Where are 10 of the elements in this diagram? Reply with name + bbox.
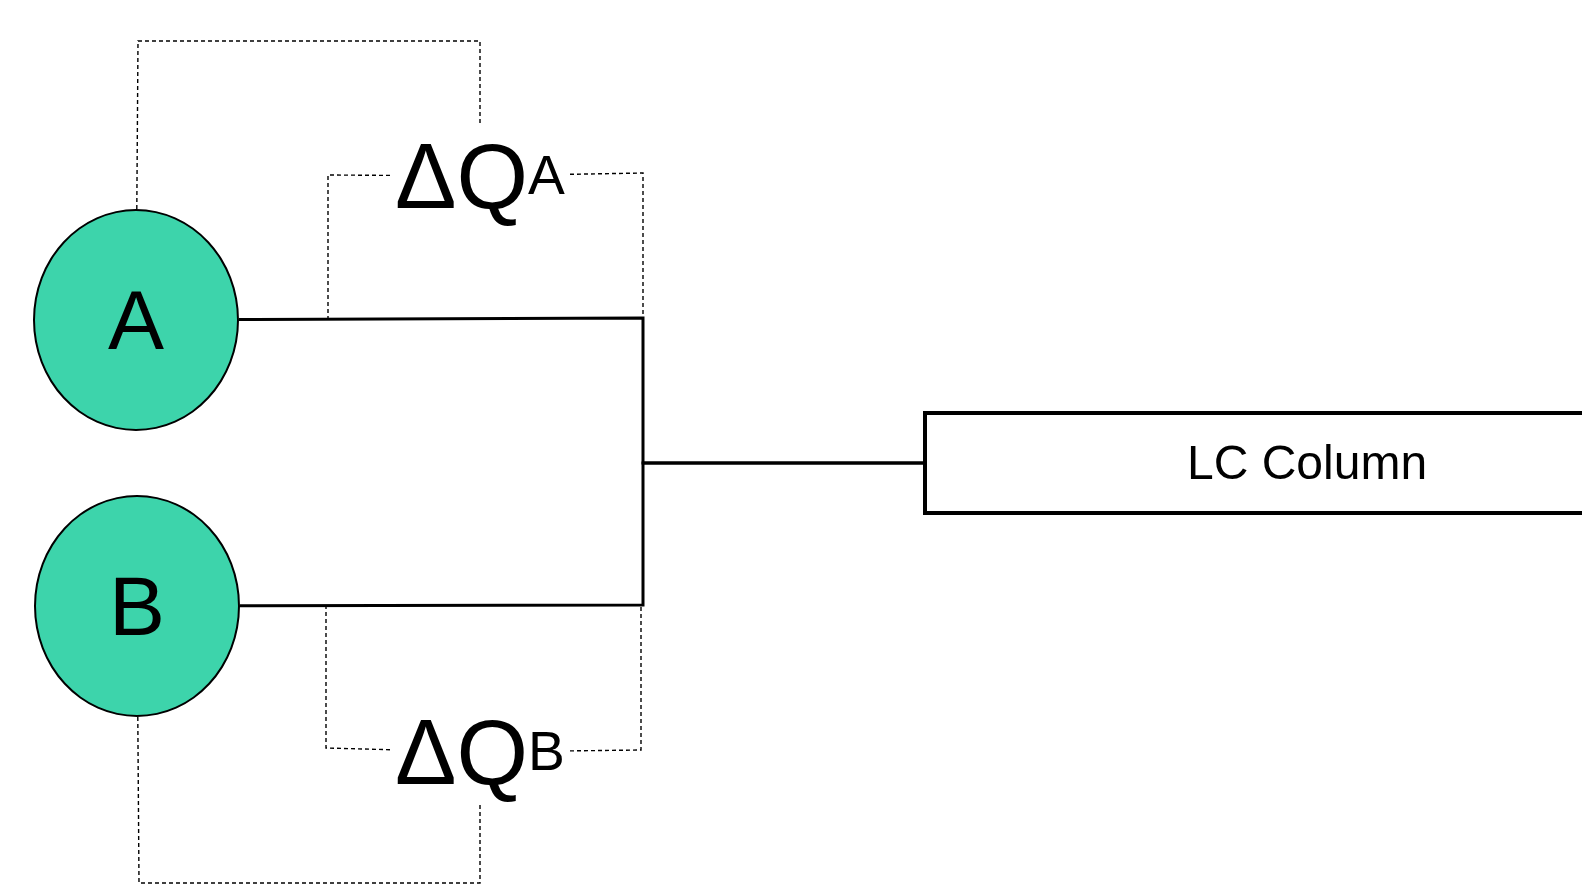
leader-line (136, 40, 481, 210)
leader-line (325, 604, 391, 751)
leader-line (569, 604, 642, 752)
node-label: A (108, 278, 164, 362)
node-label: LC Column (1187, 439, 1428, 487)
column-box (923, 411, 1582, 515)
leader-line (327, 174, 391, 319)
leader-line (137, 716, 481, 884)
node-label: B (109, 564, 165, 648)
tubing-line (240, 461, 923, 608)
